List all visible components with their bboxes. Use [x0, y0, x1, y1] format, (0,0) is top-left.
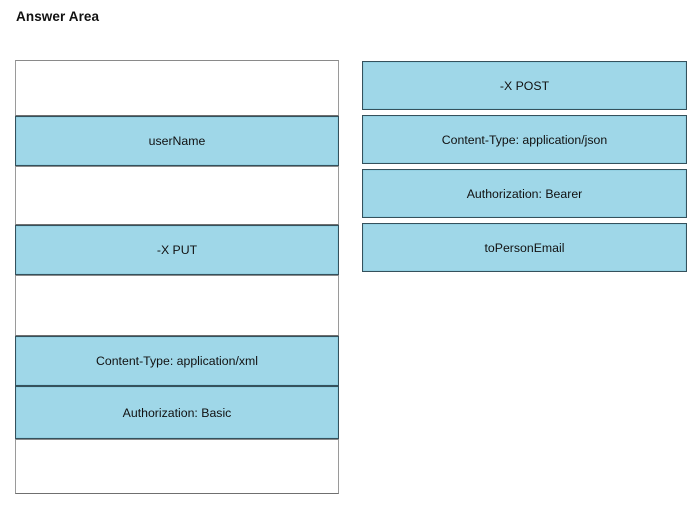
- answer-tile-content-type-xml[interactable]: Content-Type: application/xml: [15, 336, 339, 386]
- option-tile-content-type-json[interactable]: Content-Type: application/json: [362, 115, 687, 164]
- option-tile-content-type-json-label: Content-Type: application/json: [441, 132, 608, 147]
- option-tile-topersonemail[interactable]: toPersonEmail: [362, 223, 687, 272]
- drop-slot-empty-1[interactable]: [15, 60, 339, 116]
- drop-slot-empty-2[interactable]: [15, 166, 339, 225]
- answer-tile-authorization-basic[interactable]: Authorization: Basic: [15, 386, 339, 439]
- answer-tile-content-type-xml-label: Content-Type: application/xml: [96, 354, 258, 368]
- answer-tile-username-label: userName: [148, 134, 206, 148]
- answer-tile-authorization-basic-label: Authorization: Basic: [122, 405, 232, 420]
- option-tile-x-post-label: -X POST: [499, 78, 550, 93]
- available-options-column: -X POST Content-Type: application/json A…: [362, 61, 687, 272]
- answer-tile-username[interactable]: userName: [15, 116, 339, 166]
- answer-tile-x-put-label: -X PUT: [156, 243, 198, 257]
- option-tile-x-post[interactable]: -X POST: [362, 61, 687, 110]
- answer-area-drop-column: userName -X PUT Content-Type: applicatio…: [15, 60, 339, 494]
- option-tile-authorization-bearer[interactable]: Authorization: Bearer: [362, 169, 687, 218]
- answer-tile-x-put[interactable]: -X PUT: [15, 225, 339, 275]
- option-tile-authorization-bearer-label: Authorization: Bearer: [466, 186, 583, 201]
- option-tile-topersonemail-label: toPersonEmail: [484, 240, 565, 255]
- drop-slot-empty-4[interactable]: [15, 439, 339, 494]
- drop-slot-empty-3[interactable]: [15, 275, 339, 336]
- page-title: Answer Area: [16, 9, 100, 24]
